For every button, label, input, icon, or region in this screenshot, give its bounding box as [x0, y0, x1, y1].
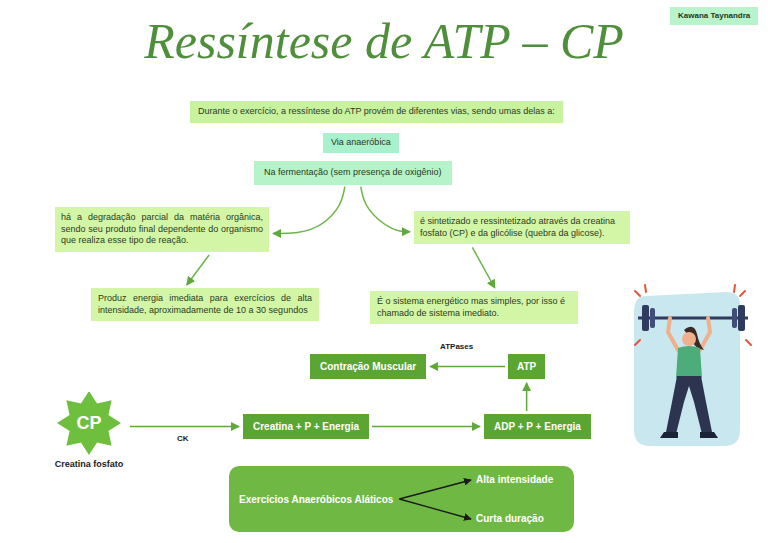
barbell-plate: [650, 308, 655, 328]
description-box: Produz energia imediata para exercícios …: [91, 288, 319, 321]
creatine-phosphate-star: CP Creatina fosfato: [44, 392, 134, 474]
box-text: É o sistema energético mas simples, por …: [377, 296, 571, 319]
connector-label: CK: [176, 434, 190, 444]
box-text: Kawana Taynandra: [678, 11, 750, 21]
box-text: é sintetizado e ressintetizado através d…: [420, 216, 624, 239]
branch-label: Alta intensidade: [476, 474, 553, 486]
box-text: Durante o exercício, a ressíntese do ATP…: [198, 106, 555, 118]
connector: [130, 426, 239, 428]
torso: [676, 346, 702, 378]
shoes: [660, 432, 718, 438]
description-box: É o sistema energético mas simples, por …: [370, 291, 578, 324]
connector: [526, 383, 528, 411]
branch-arrow: [399, 480, 471, 499]
box-text: ATP: [517, 360, 536, 373]
box-text: Via anaeróbica: [331, 137, 391, 149]
box-text: Contração Muscular: [320, 360, 416, 373]
connector: [472, 247, 494, 288]
connector: [430, 366, 505, 368]
description-box: há a degradação parcial da matéria orgân…: [55, 207, 269, 252]
title: Ressíntese de ATP – CP: [0, 14, 768, 69]
box-text: há a degradação parcial da matéria orgân…: [61, 212, 263, 247]
branch-label: Curta duração: [476, 513, 544, 525]
connector: [187, 255, 209, 285]
description-box: é sintetizado e ressintetizado através d…: [414, 211, 630, 244]
arms: [668, 318, 710, 350]
barbell-plate: [732, 308, 737, 328]
process-box: Na fermentação (sem presença de oxigênio…: [254, 161, 452, 185]
branch-arrow: [399, 499, 471, 519]
box-text: ADP + P + Energia: [494, 420, 581, 433]
process-box: Contração Muscular: [310, 354, 426, 379]
pathway-box: Via anaeróbica: [323, 133, 399, 153]
star-label: CP: [44, 411, 134, 435]
box-text: Creatina + P + Energia: [253, 420, 359, 433]
process-box: ADP + P + Energia: [484, 414, 591, 439]
barbell-plate: [738, 305, 745, 331]
connector: [361, 187, 410, 232]
pants: [666, 376, 712, 434]
box-text: Produz energia imediata para exercícios …: [98, 293, 312, 316]
illustration-ground: [634, 292, 740, 446]
star-caption: Creatina fosfato: [44, 458, 134, 470]
connector: [372, 426, 480, 428]
box-text: Exercícios Anaeróbicos Aláticos: [239, 493, 393, 506]
connector-label: ATPases: [439, 342, 474, 352]
effort-marks: [635, 285, 751, 345]
head: [682, 332, 696, 346]
intro-box: Durante o exercício, a ressíntese do ATP…: [190, 101, 563, 123]
barbell-plate: [642, 305, 649, 331]
author-tag: Kawana Taynandra: [670, 7, 758, 25]
connector: [273, 187, 345, 234]
process-box: Creatina + P + Energia: [243, 414, 369, 439]
process-box: ATP: [508, 354, 545, 379]
box-text: Na fermentação (sem presença de oxigênio…: [264, 167, 442, 179]
